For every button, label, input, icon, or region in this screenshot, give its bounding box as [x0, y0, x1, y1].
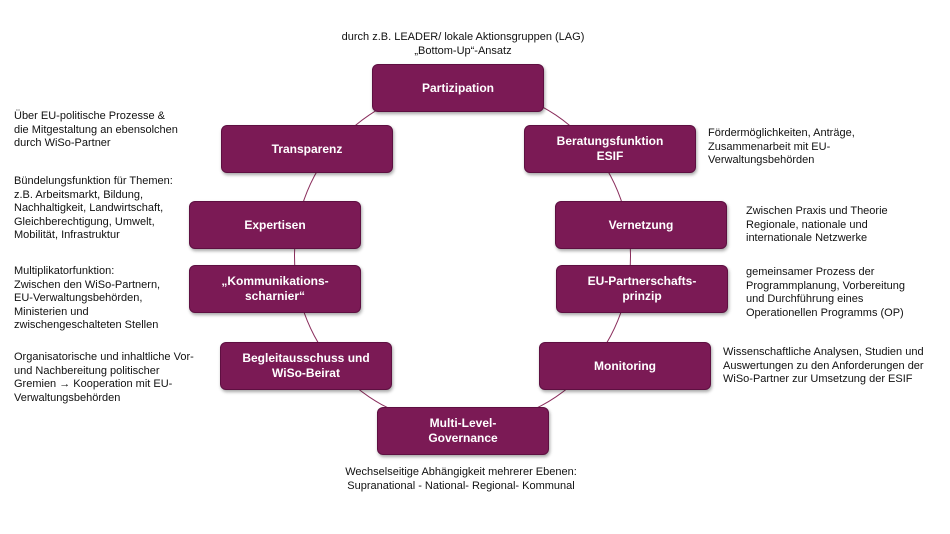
- top-note: durch z.B. LEADER/ lokale Aktionsgruppen…: [341, 31, 585, 57]
- note-vernetzung: Zwischen Praxis und Theorie Regionale, n…: [746, 205, 888, 244]
- node-monitoring[interactable]: Monitoring: [539, 342, 711, 390]
- note-expertisen: Bündelungsfunktion für Themen: z.B. Arbe…: [14, 175, 173, 241]
- bottom-note: Wechselseitige Abhängigkeit mehrerer Ebe…: [345, 466, 577, 492]
- note-beratungsfunktion: Fördermöglichkeiten, Anträge, Zusammenar…: [708, 127, 855, 166]
- node-transparenz[interactable]: Transparenz: [221, 125, 393, 173]
- node-multi-level-governance[interactable]: Multi-Level- Governance: [377, 407, 549, 455]
- note-partnerschaftsprinzip: gemeinsamer Prozess der Programmplanung,…: [746, 266, 905, 319]
- node-partizipation[interactable]: Partizipation: [372, 64, 544, 112]
- node-partnerschaftsprinzip[interactable]: EU-Partnerschafts- prinzip: [556, 265, 728, 313]
- node-begleitausschuss[interactable]: Begleitausschuss und WiSo-Beirat: [220, 342, 392, 390]
- node-vernetzung[interactable]: Vernetzung: [555, 201, 727, 249]
- node-beratungsfunktion[interactable]: Beratungsfunktion ESIF: [524, 125, 696, 173]
- note-transparenz: Über EU-politische Prozesse & die Mitges…: [14, 110, 178, 149]
- node-expertisen[interactable]: Expertisen: [189, 201, 361, 249]
- note-kommunikation: Multiplikatorfunktion: Zwischen den WiSo…: [14, 265, 161, 331]
- note-begleitausschuss: Organisatorische und inhaltliche Vor- un…: [14, 351, 194, 404]
- node-kommunikationsscharnier[interactable]: „Kommunikations- scharnier“: [189, 265, 361, 313]
- note-monitoring: Wissenschaftliche Analysen, Studien und …: [723, 346, 924, 385]
